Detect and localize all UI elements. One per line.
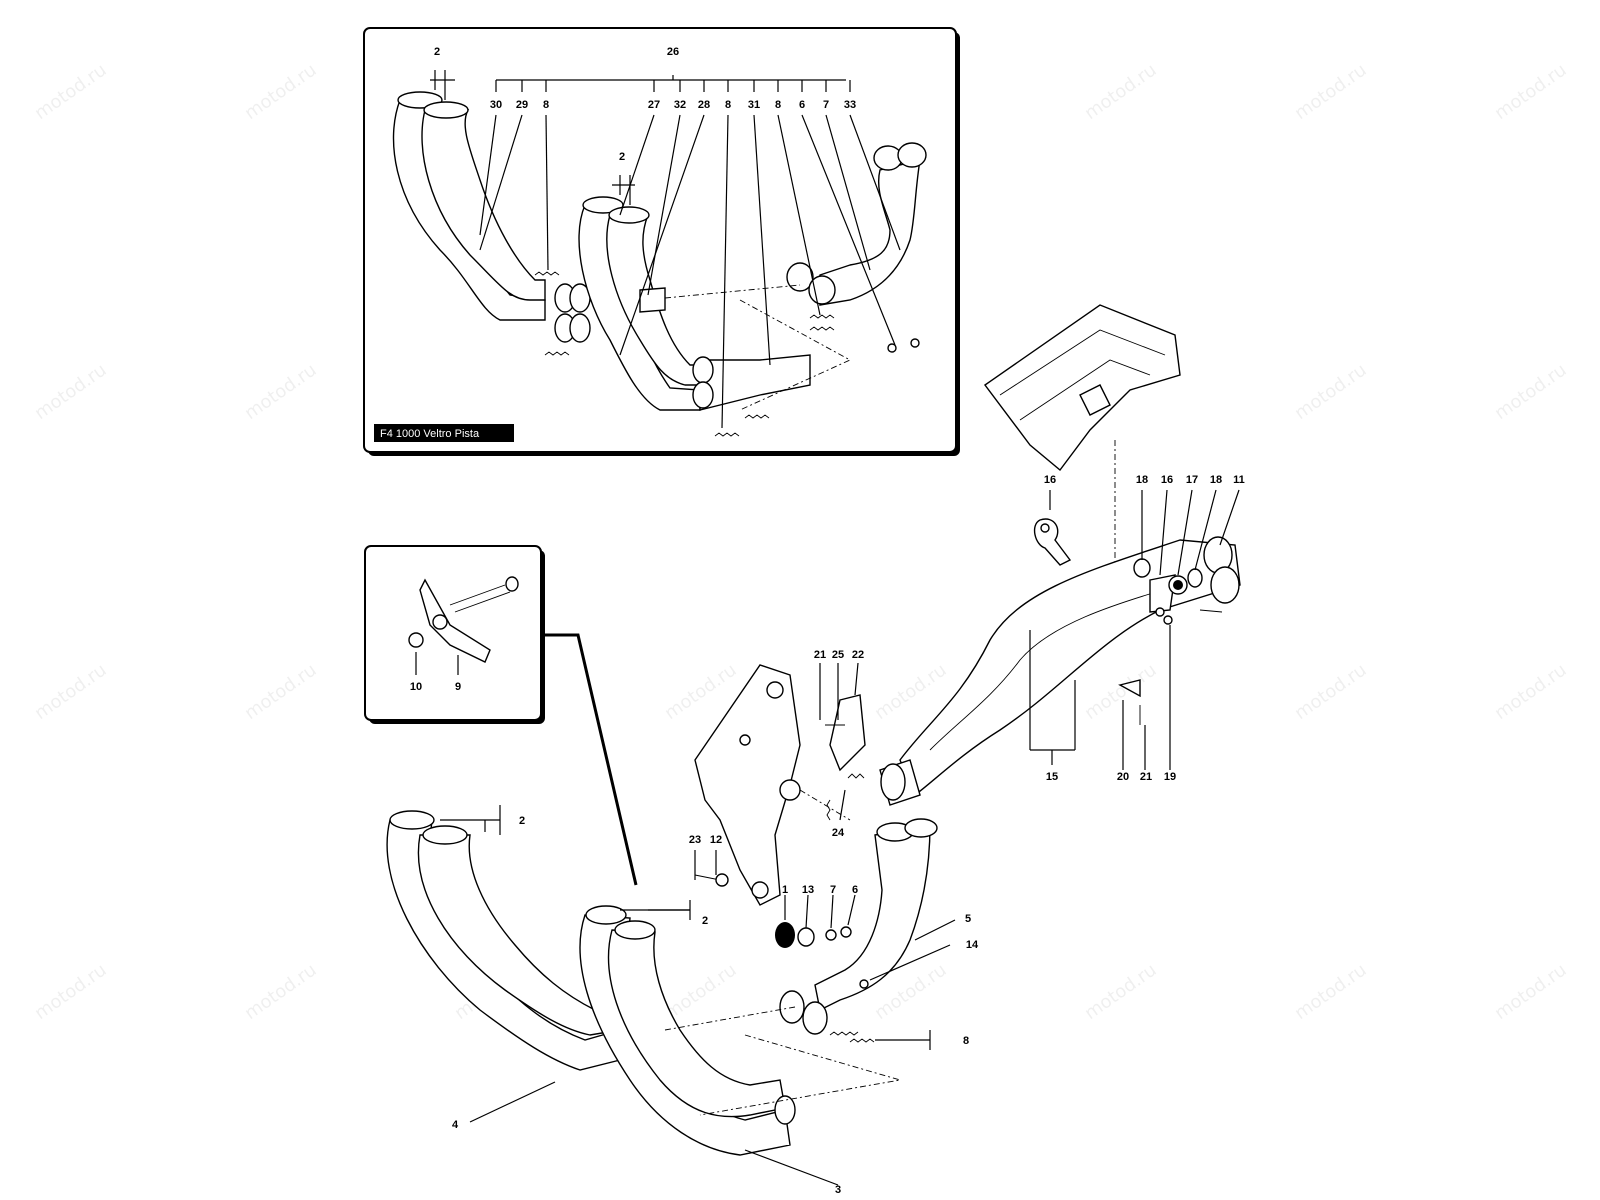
watermark-text: motod.ru bbox=[1291, 360, 1371, 425]
front-header-pipes bbox=[386, 810, 621, 1071]
callout-21: 21 bbox=[1140, 771, 1152, 783]
callout-28: 28 bbox=[698, 99, 710, 111]
callout-26: 26 bbox=[667, 46, 679, 58]
callout-17: 17 bbox=[1186, 474, 1198, 486]
watermark-text: motod.ru bbox=[661, 960, 741, 1025]
callout-10: 10 bbox=[410, 681, 422, 693]
callout-29: 29 bbox=[516, 99, 528, 111]
watermark-text: motod.ru bbox=[1491, 960, 1571, 1025]
inset-caption-tag bbox=[374, 424, 514, 442]
callout-33: 33 bbox=[844, 99, 856, 111]
inset-springs bbox=[534, 271, 835, 437]
callout-7: 7 bbox=[823, 99, 829, 111]
inset-caption: F4 1000 Veltro Pista bbox=[380, 428, 480, 440]
callout-9: 9 bbox=[455, 681, 461, 693]
callout-2: 2 bbox=[619, 151, 625, 163]
watermark-text: motod.ru bbox=[1081, 660, 1161, 725]
callout-13: 13 bbox=[802, 884, 814, 896]
watermark-text: motod.ru bbox=[1291, 660, 1371, 725]
center-line bbox=[664, 1006, 796, 1031]
rear-subframe bbox=[984, 304, 1181, 590]
center-line bbox=[699, 1034, 901, 1116]
callout-1: 1 bbox=[782, 884, 788, 896]
watermark-text: motod.ru bbox=[1291, 960, 1371, 1025]
callout-8: 8 bbox=[775, 99, 781, 111]
callout-5: 5 bbox=[965, 913, 971, 925]
callout-32: 32 bbox=[674, 99, 686, 111]
callout-31: 31 bbox=[748, 99, 760, 111]
callout-16: 16 bbox=[1044, 474, 1056, 486]
callout-2: 2 bbox=[434, 46, 440, 58]
callout-7: 7 bbox=[830, 884, 836, 896]
bracket-inset: 10 9 bbox=[364, 545, 545, 724]
watermark-text: motod.ru bbox=[31, 960, 111, 1025]
inset-collector bbox=[639, 287, 811, 411]
callout-20: 20 bbox=[1117, 771, 1129, 783]
watermark-text: motod.ru bbox=[31, 360, 111, 425]
silencer-hangers bbox=[1033, 518, 1223, 725]
callout-30: 30 bbox=[490, 99, 502, 111]
watermark-text: motod.ru bbox=[241, 960, 321, 1025]
mid-pipe bbox=[779, 818, 938, 1043]
callout-12: 12 bbox=[710, 834, 722, 846]
watermark-text: motod.ru bbox=[31, 660, 111, 725]
callout-14: 14 bbox=[966, 939, 979, 951]
inset-tailpipe bbox=[786, 142, 927, 306]
callout-27: 27 bbox=[648, 99, 660, 111]
callout-16: 16 bbox=[1161, 474, 1173, 486]
main-leader-lines bbox=[440, 489, 1240, 1186]
callout-18: 18 bbox=[1136, 474, 1148, 486]
inset-pointer-line bbox=[541, 633, 638, 886]
mount-parts bbox=[775, 922, 852, 948]
watermark-text: motod.ru bbox=[1491, 360, 1571, 425]
callout-23: 23 bbox=[689, 834, 701, 846]
callout-2: 2 bbox=[519, 815, 525, 827]
watermark-text: motod.ru bbox=[1491, 660, 1571, 725]
callout-24: 24 bbox=[832, 827, 845, 839]
callout-8: 8 bbox=[725, 99, 731, 111]
watermark-text: motod.ru bbox=[1081, 60, 1161, 125]
watermark-text: motod.ru bbox=[1081, 960, 1161, 1025]
rear-header-pipes bbox=[579, 905, 796, 1156]
callout-6: 6 bbox=[799, 99, 805, 111]
callout-3: 3 bbox=[835, 1184, 841, 1196]
watermark-text: motod.ru bbox=[1491, 60, 1571, 125]
watermark-text: motod.ru bbox=[31, 60, 111, 125]
footrest-bracket bbox=[694, 664, 866, 906]
callout-19: 19 bbox=[1164, 771, 1176, 783]
callout-18: 18 bbox=[1210, 474, 1222, 486]
watermark-text: motod.ru bbox=[241, 60, 321, 125]
watermark-text: motod.ru bbox=[241, 360, 321, 425]
callout-8: 8 bbox=[543, 99, 549, 111]
callout-4: 4 bbox=[452, 1119, 459, 1131]
inset-leader-lines bbox=[430, 70, 901, 429]
watermark-text: motod.ru bbox=[241, 660, 321, 725]
veltro-pista-inset: 2 26 30 29 8 27 32 28 8 31 8 6 7 33 2 F4… bbox=[363, 27, 960, 456]
center-line bbox=[799, 789, 851, 821]
callout-11: 11 bbox=[1233, 474, 1245, 486]
callout-21: 21 bbox=[814, 649, 826, 661]
callout-2: 2 bbox=[702, 915, 708, 927]
callout-15: 15 bbox=[1046, 771, 1058, 783]
callout-22: 22 bbox=[852, 649, 864, 661]
callout-6: 6 bbox=[852, 884, 858, 896]
callout-25: 25 bbox=[832, 649, 844, 661]
watermark-text: motod.ru bbox=[1291, 60, 1371, 125]
callout-8: 8 bbox=[963, 1035, 969, 1047]
